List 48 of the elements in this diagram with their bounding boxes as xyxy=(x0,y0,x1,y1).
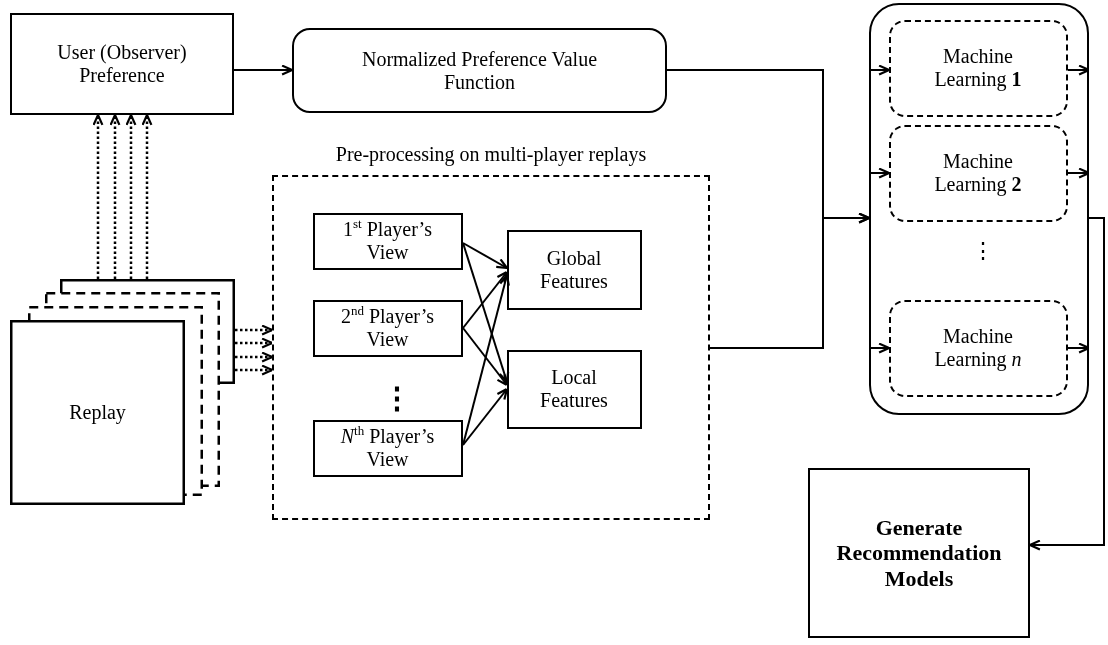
box-label: Local Features xyxy=(539,366,609,412)
dotted-arrow xyxy=(141,113,153,279)
arrow xyxy=(1028,217,1105,551)
group-heading: Pre-processing on multi-player replays xyxy=(334,143,648,166)
box-label: N$^{th}$ Player’s View xyxy=(339,425,436,471)
rounded-group-box xyxy=(869,3,1089,415)
arrow xyxy=(462,270,509,329)
ellipsis-mark: ⋮ xyxy=(382,383,412,413)
box-label: Machine Learning n xyxy=(933,325,1023,371)
process-box xyxy=(312,212,463,270)
box-label: 2$^{nd}$ Player’s View xyxy=(339,305,436,351)
arrow xyxy=(868,64,891,76)
box-label: 1$^{st}$ Player’s View xyxy=(342,218,433,264)
dotted-arrow xyxy=(235,351,274,363)
arrow xyxy=(462,242,509,270)
dotted-arrow xyxy=(235,337,274,349)
box-label: Machine Learning 1 xyxy=(933,45,1023,91)
dashed-rounded-box xyxy=(888,299,1068,397)
process-box xyxy=(506,229,642,310)
arrow xyxy=(462,387,509,446)
box-label: User (Observer) Preference xyxy=(56,41,188,87)
process-box xyxy=(808,468,1030,638)
dotted-arrow xyxy=(125,113,137,279)
process-box xyxy=(312,419,463,477)
box-label: Replay xyxy=(68,400,127,426)
arrow xyxy=(462,242,510,384)
dotted-arrow xyxy=(235,364,274,376)
arrow xyxy=(233,64,294,76)
process-box xyxy=(506,349,642,429)
ellipsis-mark: ⋮ xyxy=(972,240,994,262)
box-label: Normalized Preference Value Function xyxy=(360,47,599,94)
arrow xyxy=(462,327,509,387)
dashed-rounded-box xyxy=(888,19,1068,117)
rounded-process-box xyxy=(292,28,667,113)
arrow xyxy=(462,273,510,446)
box-label: Generate Recommendation Models xyxy=(835,515,1003,591)
dotted-arrow xyxy=(109,113,121,279)
dotted-arrow xyxy=(92,113,104,279)
box-label: Global Features xyxy=(539,246,609,293)
box-label: Machine Learning 2 xyxy=(933,150,1023,196)
arrow xyxy=(868,167,891,179)
process-box xyxy=(10,13,234,115)
dashed-rounded-box xyxy=(888,124,1068,222)
process-box xyxy=(312,299,463,357)
arrow xyxy=(709,212,871,349)
stacked-boxes-drawing xyxy=(10,279,235,505)
arrow xyxy=(868,342,891,354)
dotted-arrow xyxy=(235,324,274,336)
